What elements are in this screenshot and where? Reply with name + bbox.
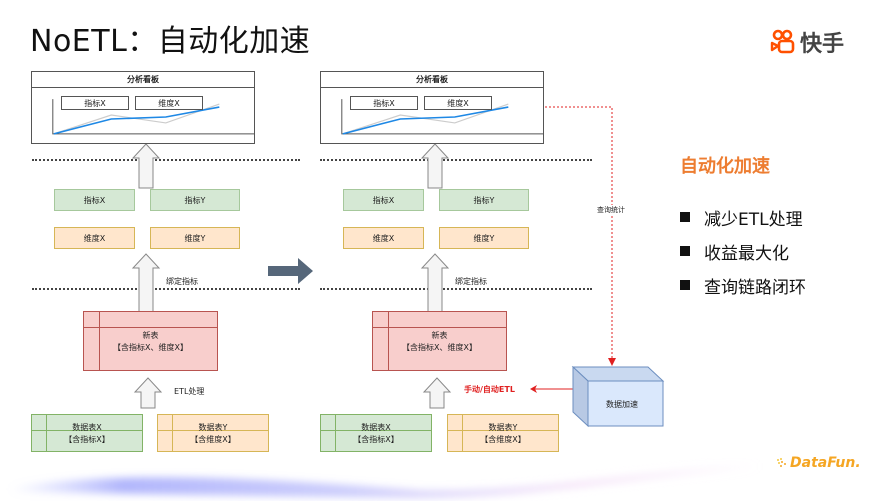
dashboard-panel-left: 分析看板 指标X 维度X bbox=[31, 71, 255, 144]
up-arrow-icon bbox=[420, 253, 450, 313]
source-table-x: 数据表X 【含指标X】 bbox=[320, 414, 432, 452]
up-arrow-icon bbox=[420, 143, 450, 189]
metric-tag: 指标X bbox=[54, 189, 135, 211]
up-arrow-icon bbox=[131, 253, 161, 313]
source-table-x: 数据表X 【含指标X】 bbox=[31, 414, 143, 452]
datafun-name: DataFun. bbox=[790, 455, 861, 471]
up-arrow-icon bbox=[422, 377, 452, 409]
dashboard-line-chart bbox=[341, 99, 543, 135]
dimension-tag: 维度X bbox=[343, 227, 424, 249]
kuaishou-logo: 快手 bbox=[770, 26, 844, 58]
chart-axes bbox=[341, 99, 543, 135]
source-table-name: 数据表Y bbox=[488, 423, 518, 432]
layer-divider-top-right bbox=[320, 159, 592, 161]
source-table-name: 数据表X bbox=[361, 423, 391, 432]
feature-item: 收益最大化 bbox=[680, 234, 806, 268]
pill-dimension: 维度X bbox=[135, 96, 203, 110]
source-table-y: 数据表Y 【含维度X】 bbox=[157, 414, 269, 452]
layer-divider-top-left bbox=[32, 159, 300, 161]
chart-line-gray bbox=[342, 103, 509, 135]
dimension-tag: 维度X bbox=[54, 227, 135, 249]
pill-metric: 指标X bbox=[350, 96, 418, 110]
footer-swoosh bbox=[10, 462, 760, 499]
source-table-desc: 【含指标X】 bbox=[64, 435, 110, 444]
source-table-y: 数据表Y 【含维度X】 bbox=[447, 414, 559, 452]
datafun-logo: DataFun. bbox=[776, 455, 861, 471]
data-accel-cube bbox=[571, 365, 665, 428]
brand-name: 快手 bbox=[800, 32, 845, 57]
feature-list: 减少ETL处理 收益最大化 查询链路闭环 bbox=[680, 200, 806, 302]
chart-line-gray bbox=[53, 103, 220, 135]
side-heading: 自动化加速 bbox=[680, 156, 770, 177]
feature-text: 减少ETL处理 bbox=[704, 209, 803, 230]
manual-auto-etl-label: 手动/自动ETL bbox=[464, 385, 515, 394]
arrowhead-left-icon bbox=[530, 385, 537, 393]
page-title: NoETL：自动化加速 bbox=[30, 24, 311, 59]
dimension-tag: 维度Y bbox=[439, 227, 529, 249]
right-arrow-icon bbox=[268, 258, 313, 284]
source-table-desc: 【含维度X】 bbox=[480, 435, 526, 444]
feature-text: 查询链路闭环 bbox=[704, 277, 806, 298]
metric-tag: 指标Y bbox=[439, 189, 529, 211]
etl-label: ETL处理 bbox=[174, 387, 205, 396]
up-arrow-icon bbox=[133, 377, 163, 409]
new-table: 新表 【含指标X、维度X】 bbox=[372, 311, 507, 371]
chart-line-blue bbox=[53, 106, 220, 135]
bullet-square-icon bbox=[680, 212, 690, 222]
data-accel-label: 数据加速 bbox=[606, 400, 638, 409]
arrowhead-down-icon bbox=[608, 358, 616, 366]
layer-divider-bottom-right bbox=[320, 288, 592, 290]
dashboard-title: 分析看板 bbox=[321, 72, 543, 88]
bind-metric-label: 绑定指标 bbox=[166, 277, 198, 286]
kuaishou-camera-icon bbox=[770, 29, 795, 54]
source-table-desc: 【含指标X】 bbox=[353, 435, 399, 444]
new-table: 新表 【含指标X、维度X】 bbox=[83, 311, 218, 371]
bind-metric-label: 绑定指标 bbox=[455, 277, 487, 286]
metric-tag: 指标X bbox=[343, 189, 424, 211]
up-arrow-icon bbox=[131, 143, 161, 189]
layer-divider-bottom-left bbox=[32, 288, 300, 290]
chart-line-blue bbox=[342, 106, 509, 135]
pill-metric: 指标X bbox=[61, 96, 129, 110]
dashboard-title: 分析看板 bbox=[32, 72, 254, 88]
metric-tag: 指标Y bbox=[150, 189, 240, 211]
pill-dimension: 维度X bbox=[424, 96, 492, 110]
query-stats-label: 查询统计 bbox=[596, 205, 626, 215]
source-table-name: 数据表Y bbox=[198, 423, 228, 432]
source-table-name: 数据表X bbox=[72, 423, 102, 432]
new-table-name: 新表 bbox=[431, 331, 448, 340]
feature-text: 收益最大化 bbox=[704, 243, 789, 264]
new-table-name: 新表 bbox=[142, 331, 159, 340]
chart-axes bbox=[52, 99, 254, 135]
bullet-square-icon bbox=[680, 280, 690, 290]
datafun-dots-icon bbox=[777, 458, 786, 467]
dashboard-line-chart bbox=[52, 99, 254, 135]
source-table-desc: 【含维度X】 bbox=[190, 435, 236, 444]
feature-item: 查询链路闭环 bbox=[680, 268, 806, 302]
dimension-tag: 维度Y bbox=[150, 227, 240, 249]
query-path-line bbox=[545, 106, 613, 362]
new-table-desc: 【含指标X、维度X】 bbox=[113, 343, 188, 352]
bullet-square-icon bbox=[680, 246, 690, 256]
feature-item: 减少ETL处理 bbox=[680, 200, 806, 234]
new-table-desc: 【含指标X、维度X】 bbox=[402, 343, 477, 352]
dashboard-panel-right: 分析看板 指标X 维度X bbox=[320, 71, 544, 144]
